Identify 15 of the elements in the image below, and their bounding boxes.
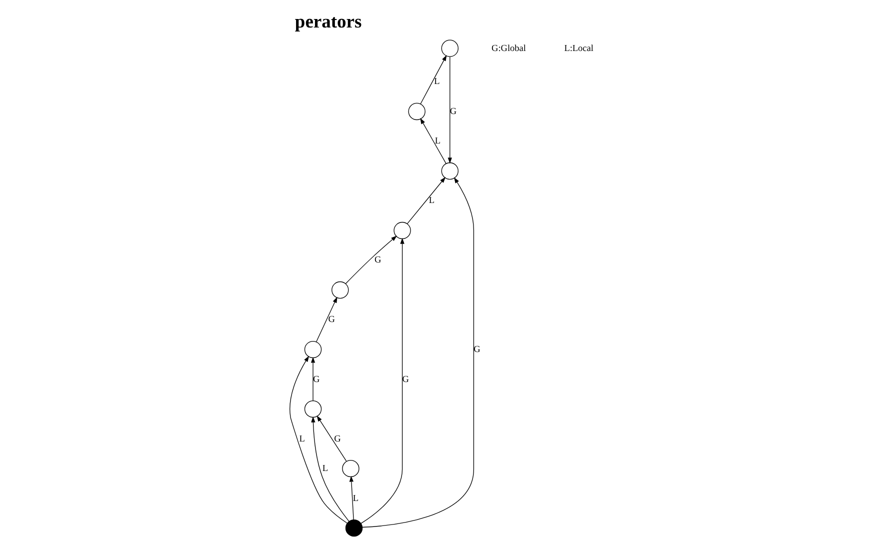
edge-label: G — [334, 434, 340, 444]
diagram-title: perators — [294, 12, 362, 32]
label: L:Local — [564, 44, 593, 54]
edge-label: L — [352, 494, 358, 504]
edge-label: G — [449, 106, 456, 117]
edge-label: L — [322, 464, 328, 474]
edge-label: L — [298, 434, 304, 444]
edge-label: L — [434, 77, 440, 88]
edge-label: L — [428, 196, 434, 206]
edge-label: L — [434, 136, 440, 147]
edge-label: G — [473, 344, 480, 355]
edge-label: G — [328, 315, 334, 326]
edge-label: G — [402, 374, 408, 385]
label: G:Global — [491, 44, 526, 54]
edge-label: G — [374, 256, 381, 266]
